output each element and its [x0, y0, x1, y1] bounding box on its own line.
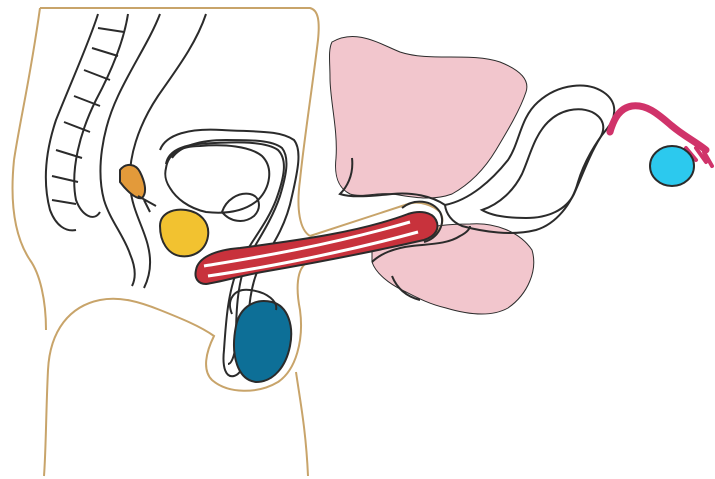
fallopian-tube: [610, 106, 706, 150]
thigh-outline: [13, 160, 46, 330]
bladder: [165, 145, 269, 212]
prostate: [160, 210, 208, 257]
ejaculatory-duct: [138, 196, 156, 212]
spine: [46, 14, 128, 230]
seminal-vesicle: [120, 165, 145, 198]
bladder-inner-fold: [222, 194, 259, 221]
ovary: [650, 146, 694, 186]
rectum-outer: [100, 14, 160, 286]
testis: [234, 301, 291, 382]
buttock-lower: [296, 372, 308, 476]
